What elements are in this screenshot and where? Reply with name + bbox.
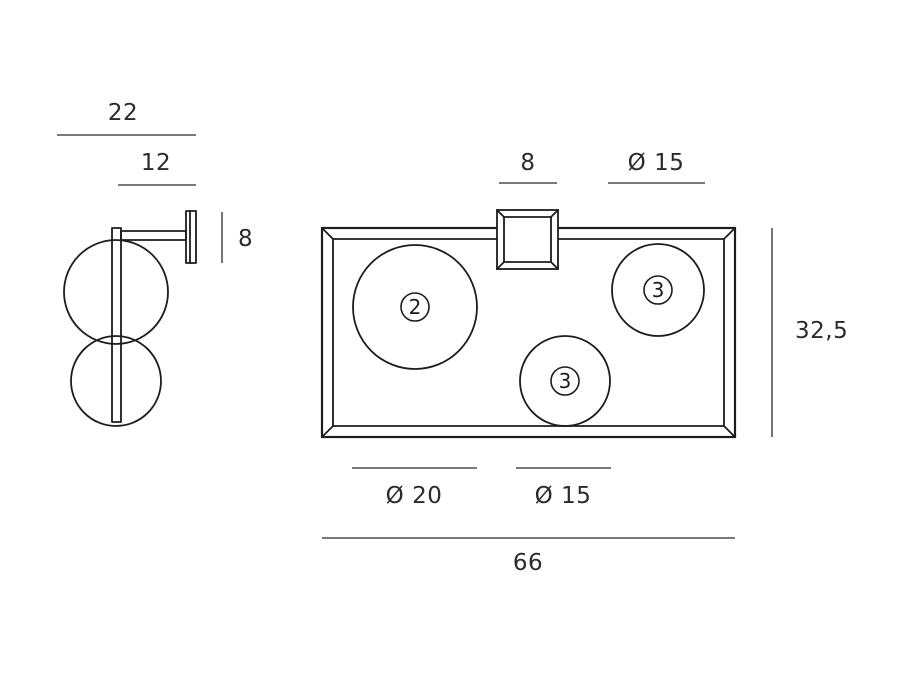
mount-bevel-top-right (550, 209, 559, 218)
frame-bevel-bottom-right (723, 425, 736, 438)
dim-label-top-right-diameter: Ø 15 (628, 150, 685, 176)
dim-label-total-width: 66 (513, 550, 543, 576)
frame-bevel-top-right (723, 227, 736, 240)
frame-bevel-bottom-left (321, 425, 334, 438)
mount-outer (496, 209, 559, 270)
dim-label-bracket-height: 8 (238, 226, 253, 252)
side-sphere-top (63, 239, 169, 345)
part-label-large-sphere: 2 (409, 295, 422, 319)
part-label-bottom-sphere: 3 (559, 369, 572, 393)
part-badge-top-right-sphere (643, 275, 673, 305)
part-badge-bottom-sphere (550, 366, 580, 396)
dim-label-large-diameter: Ø 20 (386, 483, 443, 509)
sphere-top-right (611, 243, 705, 337)
front-view: 2 3 3 8 Ø 15 32,5 Ø 20 Ø 15 66 (320, 150, 848, 576)
part-label-top-right-sphere: 3 (652, 278, 665, 302)
dim-label-arm-length: 12 (141, 150, 171, 176)
mount-inner (503, 216, 552, 263)
frame-bevel-top-left (321, 227, 334, 240)
mount-bevel-bottom-left (496, 261, 505, 270)
bracket-arm (120, 230, 187, 241)
sphere-large (352, 244, 478, 370)
dim-label-bottom-diameter: Ø 15 (535, 483, 592, 509)
lamp-stem (111, 227, 122, 423)
part-badge-large-sphere (400, 292, 430, 322)
dim-label-total-depth: 22 (108, 100, 138, 126)
sphere-bottom (519, 335, 611, 427)
side-sphere-bottom (70, 335, 162, 427)
dim-label-mount-width: 8 (520, 150, 535, 176)
side-view: 22 12 8 (57, 100, 253, 427)
mount-bevel-bottom-right (550, 261, 559, 270)
dim-label-height: 32,5 (795, 318, 848, 344)
mount-bevel-top-left (496, 209, 505, 218)
wall-plate (185, 210, 197, 264)
